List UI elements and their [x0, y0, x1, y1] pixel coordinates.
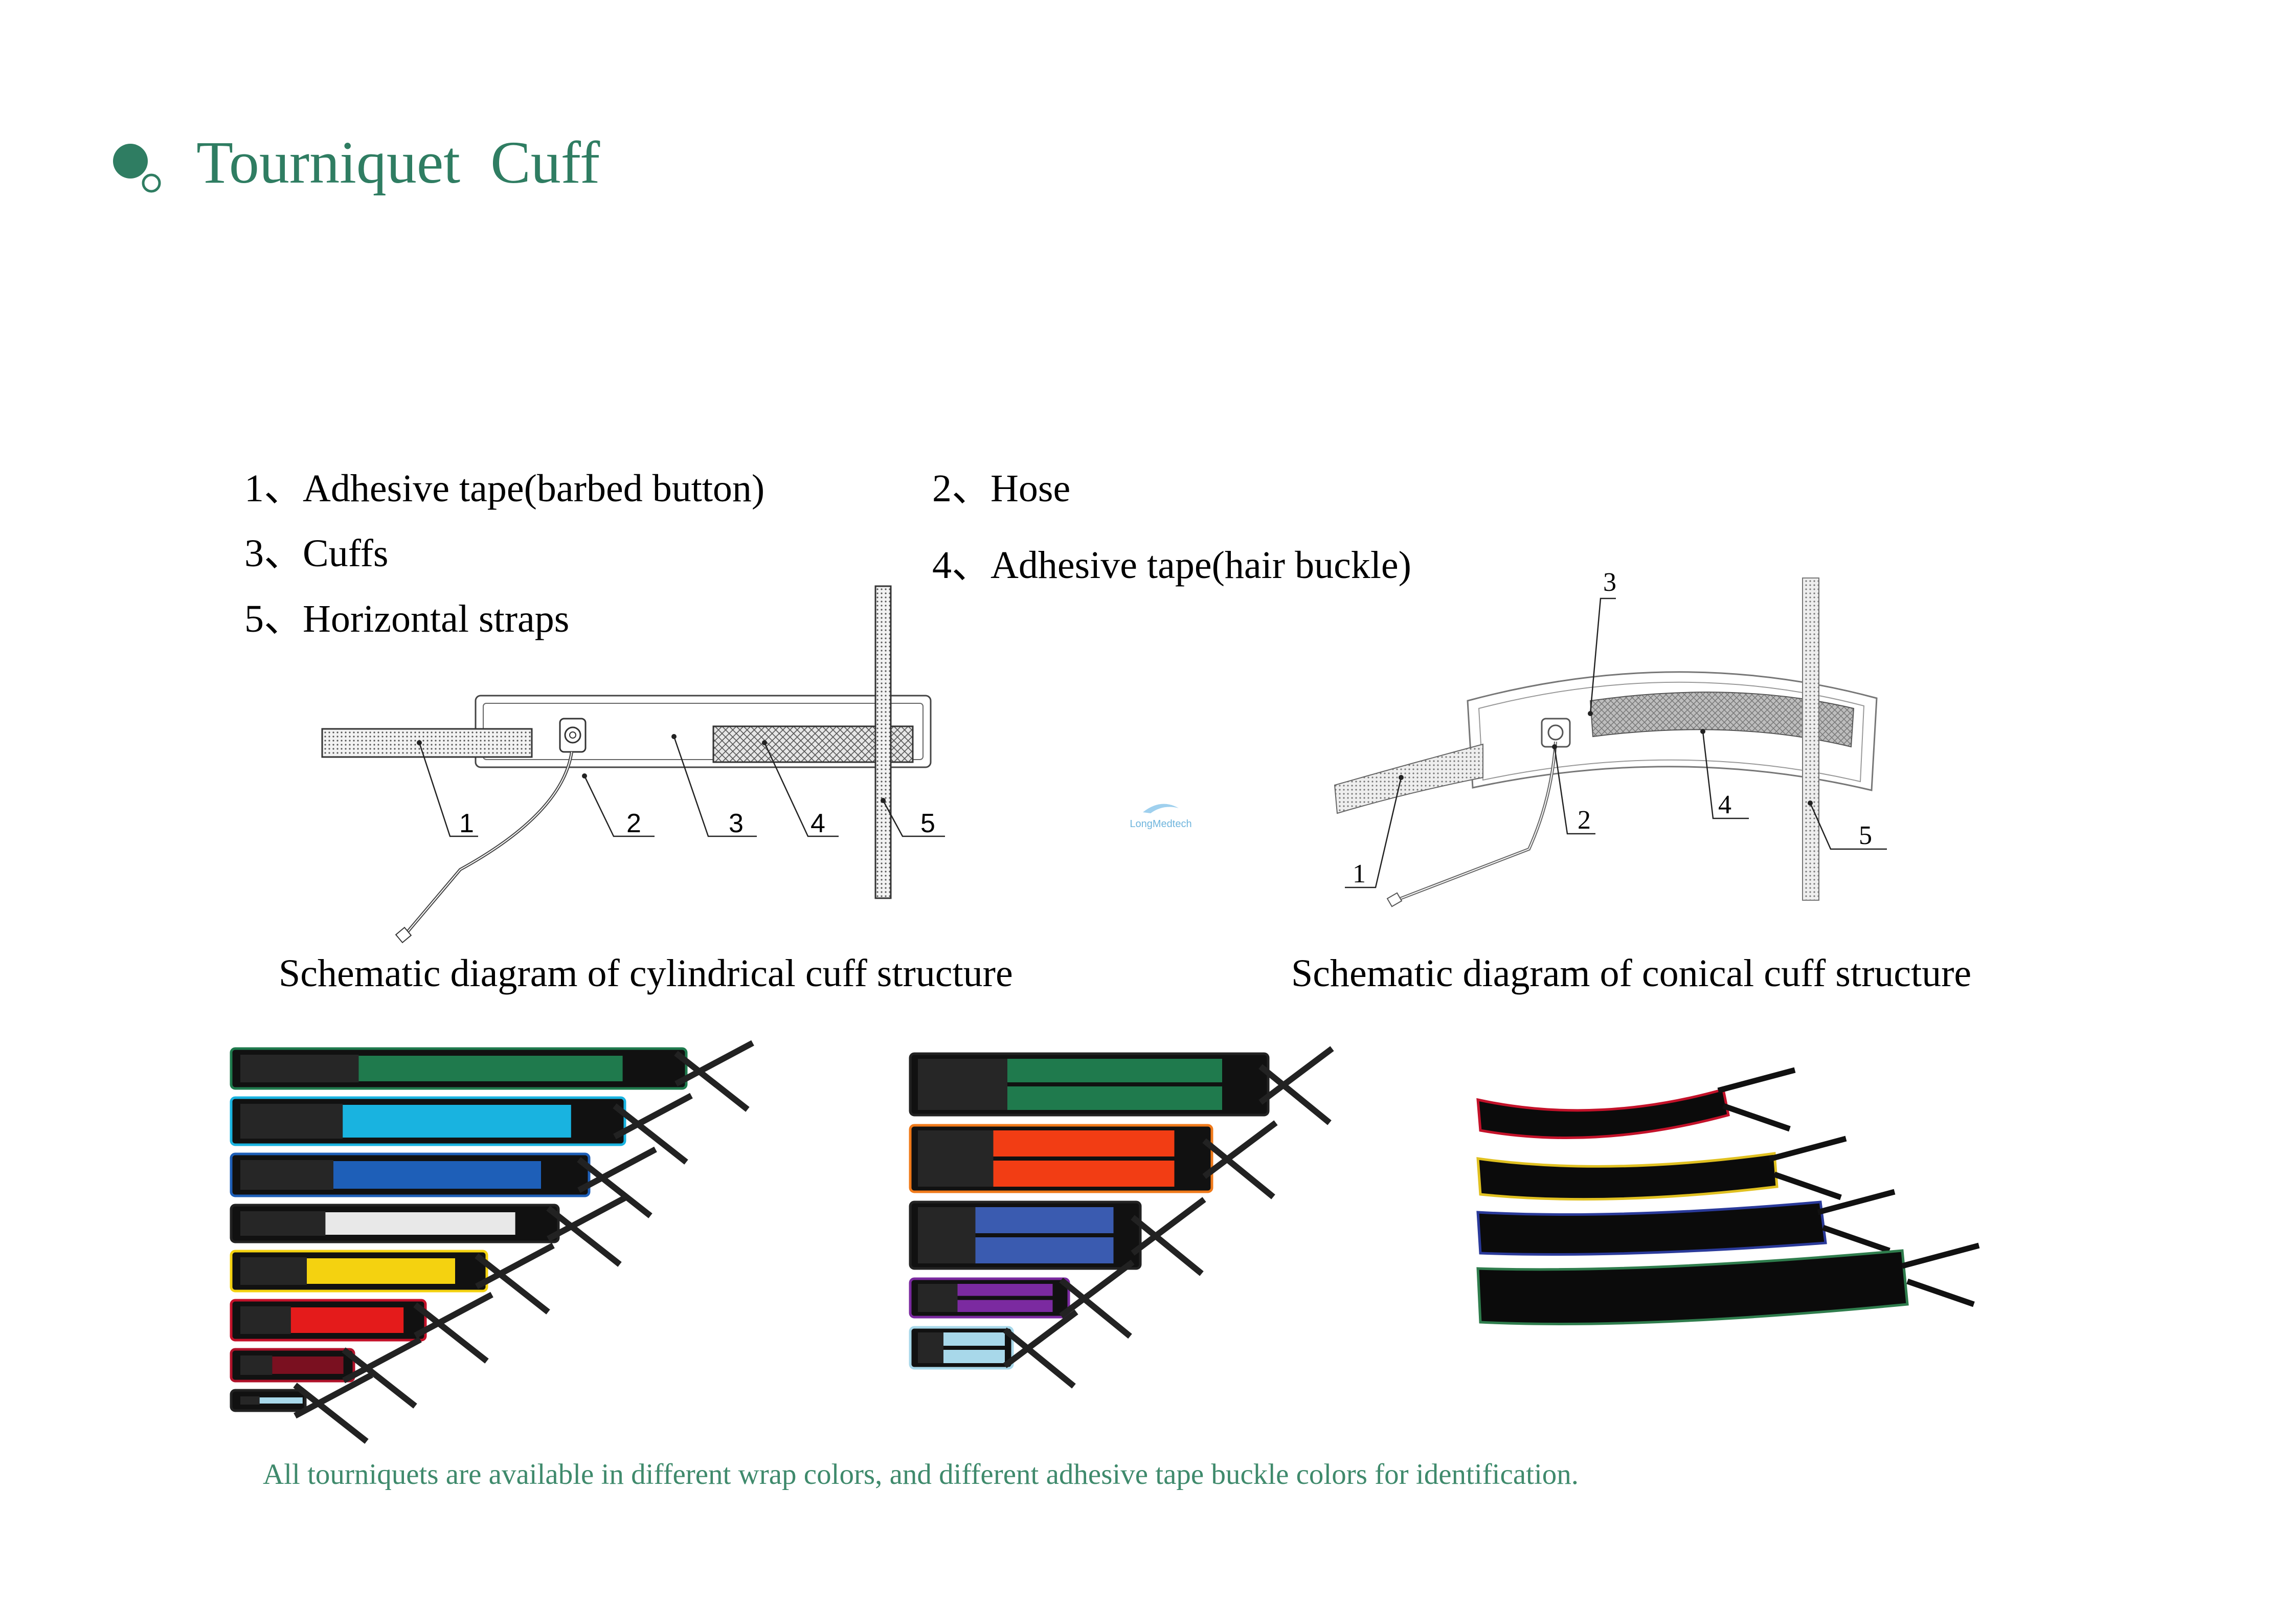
cuff-item: [230, 1146, 657, 1218]
cuff-item: [909, 1197, 1206, 1276]
cuff-item: [1476, 1067, 1796, 1140]
conical-cuffs-photo: [1476, 1067, 1980, 1325]
cuff-item: [230, 1093, 693, 1165]
cuff-item: [1476, 1189, 1896, 1256]
conical-cuff-diagram: 1 2 3 4 5: [1334, 568, 1887, 907]
legend-label: Adhesive tape(hair buckle): [991, 544, 1411, 587]
legend-item-4: 4、Adhesive tape(hair buckle): [913, 488, 1411, 589]
cuff-item: [909, 1309, 1078, 1389]
watermark: LongMedtech: [1130, 818, 1192, 830]
cylindrical-cuff-diagram: 1 2 3 4 5: [321, 585, 945, 944]
callout-3: 3: [1603, 568, 1616, 597]
callout-1: 1: [1353, 859, 1366, 888]
callout-4: 4: [811, 809, 825, 838]
cuff-item: [909, 1259, 1135, 1339]
callout-5: 5: [1859, 821, 1872, 850]
cuff-item: [230, 1242, 555, 1315]
legend-number: 3、: [244, 532, 303, 575]
callout-1: 1: [459, 809, 474, 838]
circle-bullet-icon: [113, 144, 161, 193]
page-title: Tourniquet Cuff: [196, 129, 600, 196]
cylindrical-caption: Schematic diagram of cylindrical cuff st…: [279, 952, 1013, 995]
cuff-item: [1476, 1136, 1847, 1201]
callout-2: 2: [626, 809, 641, 838]
callout-3: 3: [729, 809, 744, 838]
legend-number: 2、: [932, 467, 991, 510]
conical-caption: Schematic diagram of conical cuff struct…: [1291, 952, 1972, 995]
legend-number: 4、: [932, 544, 991, 587]
legend-label: Cuffs: [303, 532, 389, 575]
cylindrical-cuffs-photo: [230, 1040, 754, 1444]
cuff-item: [230, 1372, 373, 1444]
legend-label: Horizontal straps: [303, 597, 570, 640]
legend-number: 5、: [244, 597, 303, 640]
legend-item-5: 5、Horizontal straps: [225, 542, 569, 643]
cuff-item: [230, 1195, 626, 1267]
cuff-item: [1476, 1242, 1980, 1325]
legend-number: 1、: [244, 467, 303, 510]
cuff-item: [230, 1040, 754, 1112]
legend-item-1: 1、Adhesive tape(barbed button): [225, 412, 764, 513]
footnote: All tourniquets are available in differe…: [263, 1458, 1579, 1490]
callout-4: 4: [1718, 790, 1731, 819]
cuff-item: [230, 1337, 422, 1409]
legend-label: Adhesive tape(barbed button): [303, 467, 765, 510]
cuff-item: [909, 1120, 1278, 1199]
legend-label: Hose: [991, 467, 1071, 510]
legend-item-3: 3、Cuffs: [225, 477, 389, 577]
callout-2: 2: [1578, 806, 1591, 835]
cuff-item: [230, 1292, 493, 1364]
legend-item-2: 2、Hose: [913, 412, 1070, 513]
dual-bladder-cuffs-photo: [909, 1046, 1334, 1389]
callout-5: 5: [920, 809, 935, 838]
cuff-item: [909, 1046, 1334, 1125]
logo-icon: [1143, 804, 1179, 813]
